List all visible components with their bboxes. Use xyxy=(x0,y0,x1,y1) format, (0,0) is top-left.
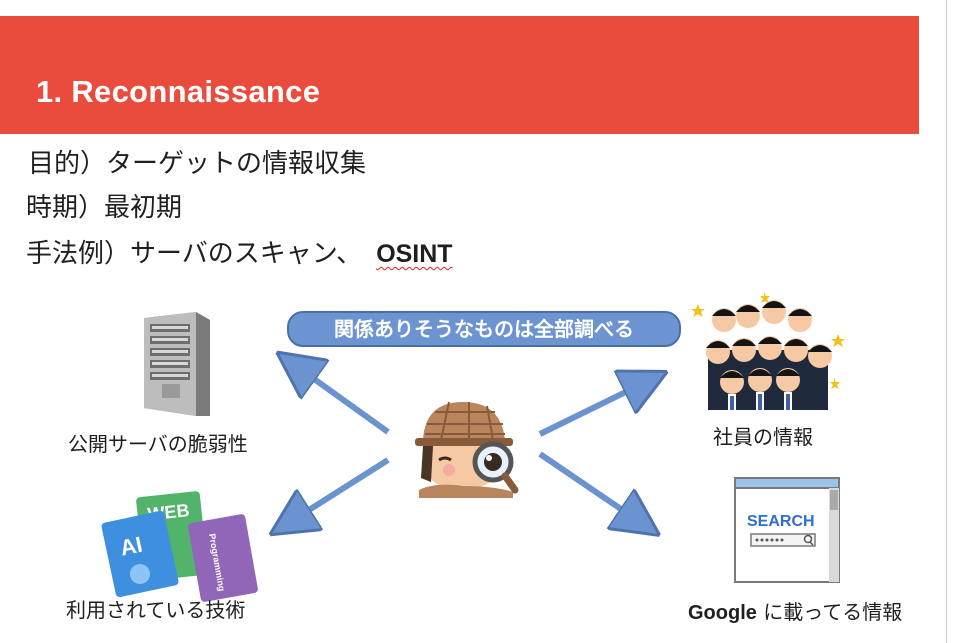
tech-caption: 利用されている技術 xyxy=(66,598,246,622)
method-line: 手法例）サーバのスキャン、 OSINT xyxy=(26,233,453,270)
tech-books-icon: WEB AI Programming xyxy=(101,491,258,602)
purpose-line: 目的）ターゲットの情報収集 xyxy=(28,149,367,179)
google-caption: Google に載ってる情報 xyxy=(688,596,902,625)
title-banner xyxy=(0,16,919,134)
method-text: 手法例）サーバのスキャン、 xyxy=(26,239,363,269)
detective-icon xyxy=(415,401,519,498)
slide-title: 1. Reconnaissance xyxy=(36,74,321,109)
server-icon xyxy=(144,312,210,416)
timing-line: 時期）最初期 xyxy=(26,193,183,223)
arrow-to-server xyxy=(296,366,390,435)
arrow-to-staff xyxy=(538,382,646,437)
top-strip xyxy=(0,0,957,16)
book-ai-label: AI xyxy=(118,532,145,561)
google-word: Google xyxy=(688,602,757,624)
callout-text: 関係ありそうなものは全部調べる xyxy=(334,317,634,341)
server-caption: 公開サーバの脆弱性 xyxy=(68,432,248,456)
search-label: SEARCH xyxy=(747,513,815,530)
arrow-to-google xyxy=(538,451,640,522)
google-caption-rest: に載ってる情報 xyxy=(756,600,903,624)
slide-edge xyxy=(946,0,947,643)
search-browser-icon: SEARCH xyxy=(734,477,840,583)
osint-term: OSINT xyxy=(376,240,453,268)
arrow-to-tech xyxy=(290,457,390,522)
employees-crowd-icon xyxy=(691,292,845,410)
callout-pill: 関係ありそうなものは全部調べる xyxy=(287,311,681,347)
staff-caption: 社員の情報 xyxy=(713,425,813,449)
